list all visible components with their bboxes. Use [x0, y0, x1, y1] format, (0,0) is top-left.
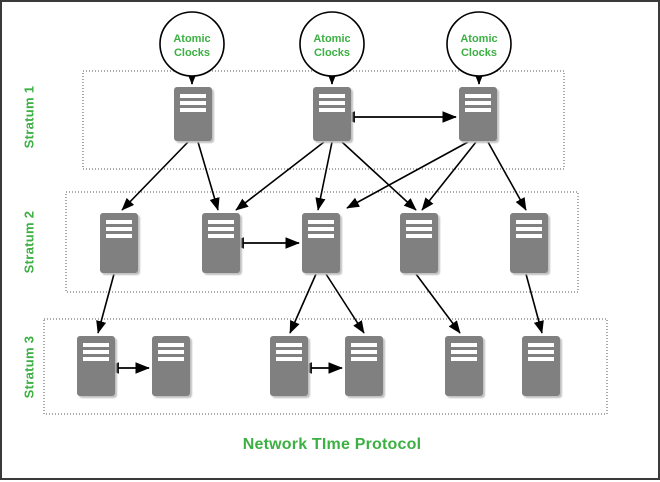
atomic-clock-label-line1: Atomic	[173, 33, 210, 45]
atomic-clock-label-line2: Clocks	[174, 47, 210, 59]
server-bar	[451, 357, 477, 361]
diagram-title: Network TIme Protocol	[242, 436, 422, 453]
stratum2-server-5[interactable]	[510, 213, 548, 273]
atomic-clock-label-line2: Clocks	[461, 47, 497, 59]
server-bar	[308, 220, 334, 224]
stratum-1-label: Stratum 1	[21, 85, 37, 149]
link-s2a-to-s3a	[96, 273, 115, 334]
server-bar	[451, 343, 477, 347]
server-bar	[158, 343, 184, 347]
server-bar	[465, 101, 491, 105]
stratum2-server-3[interactable]	[302, 213, 340, 273]
server-bar	[465, 108, 491, 112]
server-bar	[319, 101, 345, 105]
stratum1-server-1[interactable]	[174, 87, 212, 141]
stratum-3-container	[43, 318, 608, 415]
server-bar	[406, 234, 432, 238]
atomic-clock-circle	[299, 11, 365, 77]
link-s1a-to-s2a	[121, 141, 189, 211]
link-s1c-to-s2d	[421, 141, 477, 211]
server-bar	[351, 357, 377, 361]
server-bar	[406, 227, 432, 231]
atomic-clock-label-line1: Atomic	[313, 33, 350, 45]
server-bar	[208, 227, 234, 231]
server-bar	[319, 108, 345, 112]
stratum3-server-6[interactable]	[522, 336, 560, 396]
link-s1b-to-s2c	[315, 141, 333, 211]
link-s1c-to-s2c	[346, 141, 469, 209]
servers-group	[77, 87, 560, 396]
clock-feed-group	[186, 70, 485, 85]
server-bar	[351, 350, 377, 354]
stratum2-server-2[interactable]	[202, 213, 240, 273]
server-bar	[276, 357, 302, 361]
downlinks-group	[96, 141, 544, 334]
server-bar	[180, 94, 206, 98]
link-s1b-to-s2d	[341, 141, 417, 211]
server-bar	[465, 94, 491, 98]
server-bar	[208, 220, 234, 224]
server-bar	[83, 343, 109, 347]
server-bar	[276, 343, 302, 347]
peer-links-group	[104, 111, 457, 374]
stratum1-server-2[interactable]	[313, 87, 351, 141]
stratum3-server-2[interactable]	[152, 336, 190, 396]
server-bar	[106, 220, 132, 224]
atomic-clock-label-line1: Atomic	[460, 33, 497, 45]
stratum-2-label: Stratum 2	[21, 210, 37, 274]
stratum3-server-4[interactable]	[345, 336, 383, 396]
link-s2d-to-s3e	[415, 273, 461, 334]
atomic-clock-circle	[446, 11, 512, 77]
server-bar	[451, 350, 477, 354]
stratum-3-label: Stratum 3	[21, 335, 37, 399]
server-bar	[308, 227, 334, 231]
server-bar	[516, 234, 542, 238]
link-s1c-to-s2e	[487, 141, 527, 211]
server-bar	[406, 220, 432, 224]
server-bar	[308, 234, 334, 238]
link-s2c-to-s3d	[325, 273, 365, 334]
server-bar	[106, 227, 132, 231]
server-bar	[528, 343, 554, 347]
server-bar	[351, 343, 377, 347]
link-s2c-to-s3c	[289, 273, 317, 334]
server-bar	[83, 357, 109, 361]
link-s2e-to-s3f	[525, 273, 544, 334]
server-bar	[180, 108, 206, 112]
atomic-clock-circle	[159, 11, 225, 77]
server-bar	[180, 101, 206, 105]
stratum3-server-3[interactable]	[270, 336, 308, 396]
stratum2-server-4[interactable]	[400, 213, 438, 273]
stratum2-server-1[interactable]	[100, 213, 138, 273]
server-bar	[158, 357, 184, 361]
server-bar	[208, 234, 234, 238]
server-bar	[158, 350, 184, 354]
server-bar	[276, 350, 302, 354]
server-bar	[83, 350, 109, 354]
server-bar	[528, 350, 554, 354]
atomic-clock-label-line2: Clocks	[314, 47, 350, 59]
link-s1a-to-s2b	[197, 141, 220, 211]
link-s1b-to-s2b	[235, 141, 325, 211]
server-bar	[528, 357, 554, 361]
server-bar	[516, 227, 542, 231]
stratum1-server-3[interactable]	[459, 87, 497, 141]
server-bar	[106, 234, 132, 238]
server-bar	[319, 94, 345, 98]
server-bar	[516, 220, 542, 224]
stratum3-server-5[interactable]	[445, 336, 483, 396]
stratum3-server-1[interactable]	[77, 336, 115, 396]
